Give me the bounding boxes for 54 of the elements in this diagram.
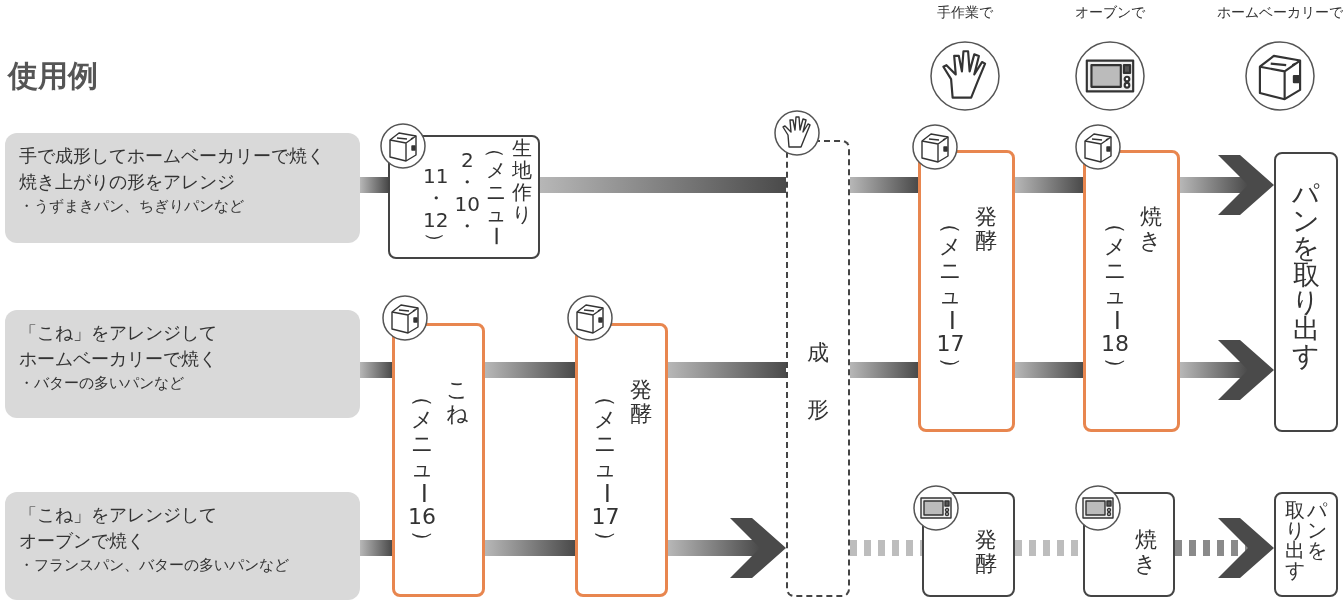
step-label: 焼き <box>1139 205 1162 254</box>
step-box <box>1274 152 1338 432</box>
example-text: ・うずまきパン、ちぎりパンなど <box>19 196 245 218</box>
heading-text: 「こね」をアレンジして <box>19 503 218 527</box>
step-label: 発酵 <box>975 528 997 577</box>
step-label: 2・10・ <box>454 149 480 237</box>
connector-line <box>1015 362 1083 378</box>
connector-line <box>668 362 786 378</box>
step-box <box>388 135 540 259</box>
description-box <box>5 492 360 600</box>
step-label: パンを取り出す <box>1292 180 1320 369</box>
heading-text: 手で成形してホームベーカリーで焼く <box>19 144 326 168</box>
dashed-step-box <box>786 140 850 597</box>
connector-line <box>850 177 918 193</box>
step-label: （メニュー <box>486 137 506 247</box>
connector-line <box>360 540 392 556</box>
step-box <box>1274 492 1338 597</box>
step-label: 生地作り <box>512 137 532 225</box>
example-text: ・バターの多いパンなど <box>19 373 185 395</box>
connector-line <box>850 540 922 556</box>
heading-text: ホームベーカリーで焼く <box>19 347 218 372</box>
example-text: ・フランスパン、バターの多いパンなど <box>19 555 290 577</box>
step-label: （メニュー17） <box>591 384 620 554</box>
step-label: 発酵 <box>974 205 997 254</box>
step-box <box>575 323 668 597</box>
heading-text: 焼き上がりの形をアレンジ <box>19 170 236 195</box>
connector-line <box>360 362 392 378</box>
step-label: 11・12） <box>423 165 449 253</box>
heading-text: 「こね」をアレンジして <box>19 321 218 345</box>
step-label: （メニュー18） <box>1101 211 1129 381</box>
connector-line <box>540 177 786 193</box>
step-box <box>1083 150 1180 432</box>
legend-label: ホームベーカリーで <box>1217 4 1343 22</box>
connector-line <box>850 362 918 378</box>
connector-line <box>485 362 575 378</box>
step-label: （メニュー16） <box>408 384 436 554</box>
legend-label: 手作業で <box>937 4 993 22</box>
heading-text: オーブンで焼く <box>19 529 146 554</box>
title: 使用例 <box>8 57 98 95</box>
step-box <box>918 150 1015 432</box>
step-label: （メニュー17） <box>936 211 965 381</box>
connector-line <box>1015 177 1083 193</box>
step-label: 発酵 <box>629 378 652 427</box>
step-label: 取り出す <box>1285 500 1305 580</box>
connector-line <box>485 540 575 556</box>
description-box <box>5 133 360 243</box>
description-box <box>5 310 360 418</box>
step-label: こね <box>446 378 469 427</box>
step-box <box>392 323 485 597</box>
step-label: 成形 <box>807 339 829 425</box>
connector-line <box>360 177 388 193</box>
legend-label: オーブンで <box>1075 4 1145 22</box>
step-label: 焼き <box>1134 528 1157 577</box>
step-label: パンを <box>1307 500 1327 560</box>
